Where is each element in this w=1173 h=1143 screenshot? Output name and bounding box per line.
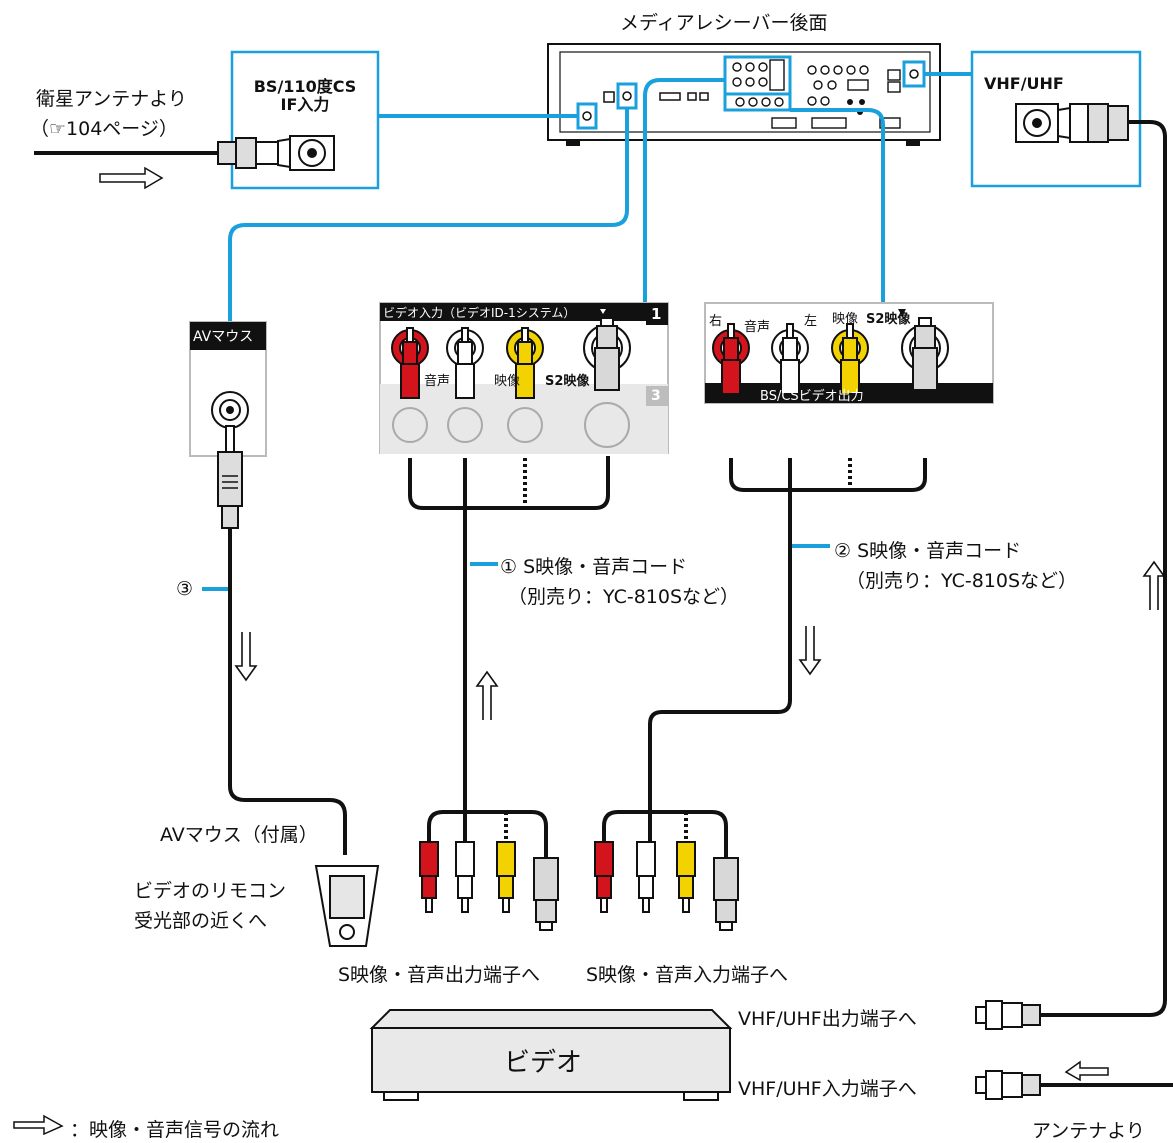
sat-line1: 衛星アンテナより xyxy=(36,88,187,110)
panel1-num1: 1 xyxy=(651,305,662,323)
vhf-in-plug xyxy=(975,1070,1041,1100)
legend-arrow xyxy=(13,1114,64,1136)
bs-cs-line1: BS/110度CS xyxy=(253,77,357,96)
vhf-out-label: VHF/UHF出力端子へ xyxy=(738,1008,917,1030)
legend-text: ：映像・音声信号の流れ xyxy=(70,1119,280,1141)
panel1-num3: 3 xyxy=(651,388,661,404)
panel2-audio: 音声 xyxy=(744,320,771,335)
av-mouse-device xyxy=(314,865,380,947)
cord1-line2: （別売り：YC-810Sなど） xyxy=(508,586,740,608)
av-port-label: AVマウス xyxy=(193,329,254,345)
receiver-title: メディアレシーバー後面 xyxy=(620,12,828,34)
cord1-line1: ① S映像・音声コード xyxy=(500,552,687,579)
panel1-title: ビデオ入力（ビデオID-1システム） xyxy=(383,306,576,320)
panel2-video: 映像 xyxy=(832,312,859,327)
vcr-label: ビデオ xyxy=(504,1048,583,1078)
vhf-box-label: VHF/UHF xyxy=(984,74,1064,93)
panel2-right: 右 xyxy=(709,314,723,329)
panel2-band: BS/CSビデオ出力 xyxy=(760,389,864,404)
panel2-left: 左 xyxy=(804,314,818,329)
mouse-note1: ビデオのリモコン xyxy=(134,880,287,902)
vhf-out-plug xyxy=(975,1000,1041,1030)
out-plug-group xyxy=(419,810,559,931)
panel2-s2: S2映像 xyxy=(866,312,911,327)
video-in-label: S映像・音声入力端子へ xyxy=(586,964,789,986)
cord2-text: S映像・音声コード xyxy=(857,540,1022,562)
cord1-text: S映像・音声コード xyxy=(523,556,688,578)
cord1-num: ① xyxy=(500,556,518,578)
cord3-num: ③ xyxy=(176,578,194,600)
bs-cs-box xyxy=(217,50,380,190)
vhf-uhf-box xyxy=(970,50,1142,188)
mouse-label: AVマウス（付属） xyxy=(160,824,318,846)
av-mouse-port xyxy=(189,321,267,529)
video-out-label: S映像・音声出力端子へ xyxy=(338,964,541,986)
cord2-line1: ② S映像・音声コード xyxy=(834,536,1021,563)
receiver-unit xyxy=(547,43,941,146)
bs-cs-line2: IF入力 xyxy=(280,95,330,114)
panel1-video: 映像 xyxy=(494,374,521,389)
panel1-audio: 音声 xyxy=(424,374,451,389)
leader-lines xyxy=(202,72,972,591)
vcr-unit xyxy=(369,1009,733,1101)
antenna-label: アンテナより xyxy=(1032,1120,1145,1142)
mouse-note2: 受光部の近くへ xyxy=(134,910,268,932)
vhf-in-label: VHF/UHF入力端子へ xyxy=(738,1078,917,1100)
bs-cs-label: BS/110度CS IF入力 xyxy=(248,78,362,114)
in-plug-group xyxy=(594,810,739,931)
sat-line2: （☞104ページ） xyxy=(30,118,178,140)
cord2-num: ② xyxy=(834,540,852,562)
cord2-line2: （別売り：YC-810Sなど） xyxy=(846,570,1078,592)
panel1-s2: S2映像 xyxy=(545,374,590,389)
